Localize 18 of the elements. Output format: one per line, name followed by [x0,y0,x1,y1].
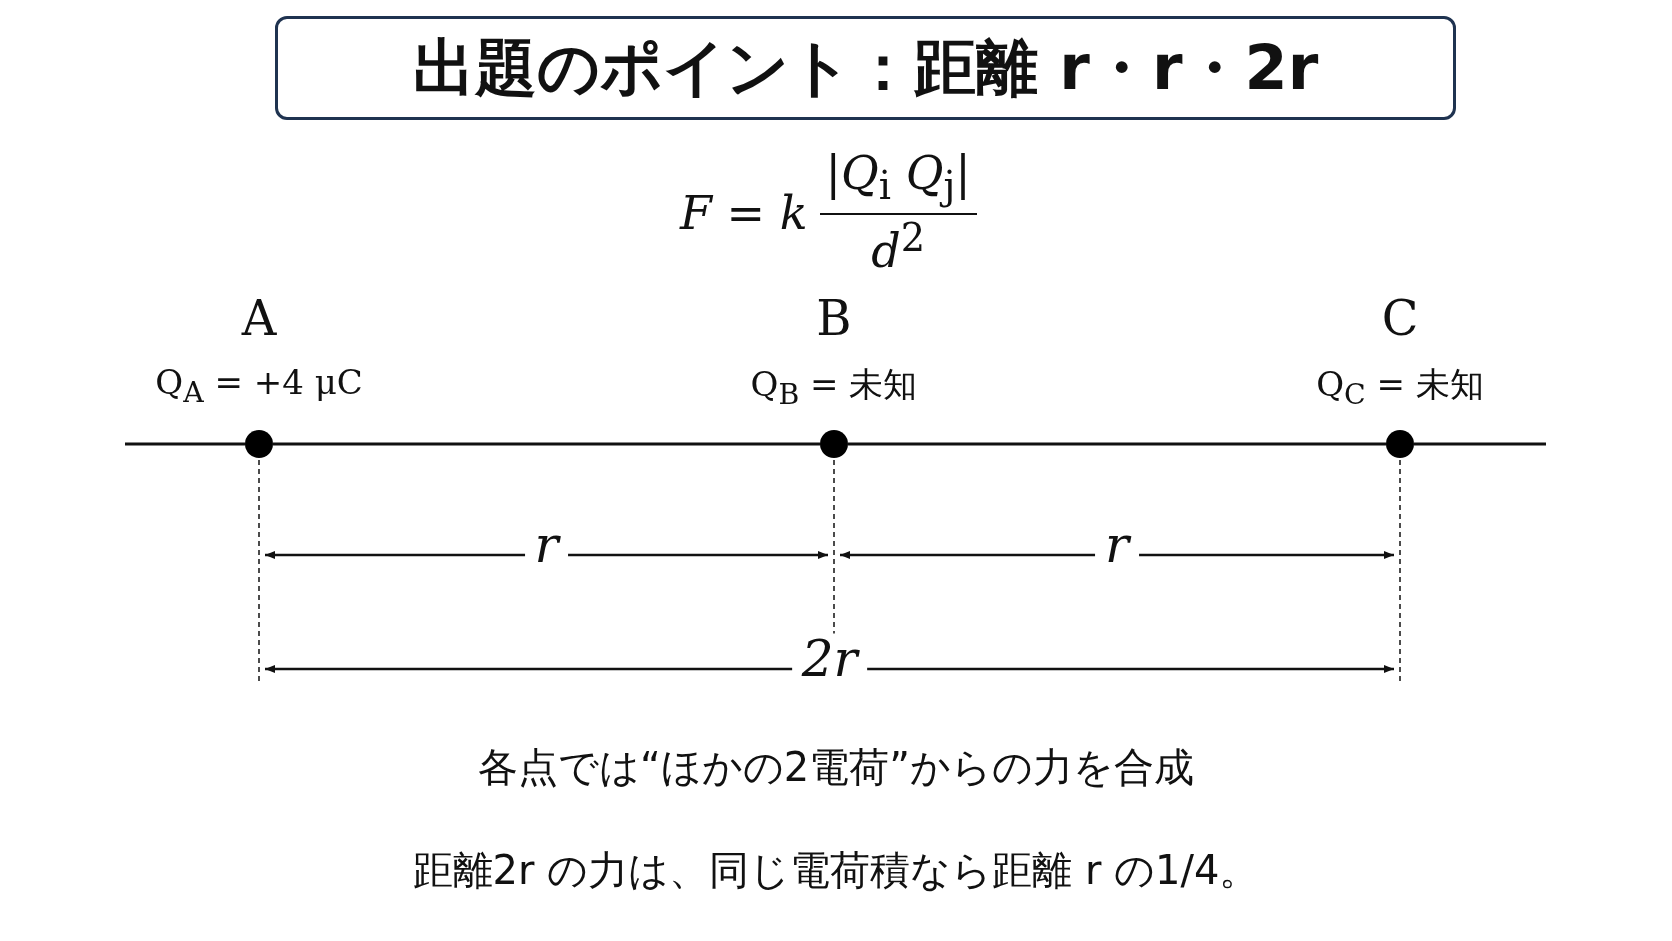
point-label: C [1381,290,1419,346]
dimension-label: 2r [791,633,868,684]
point-label: B [816,290,852,346]
charge-dot [820,430,848,458]
formula-numerator: |Q$_{i}$ Q$_{j}$| [819,148,977,216]
charge-dot [1386,430,1414,458]
charge-label: Q$_{B}$ = 未知 [750,363,918,411]
charge-label: Q$_{C}$ = 未知 [1316,363,1484,411]
note-text: 各点では“ほかの2電荷”からの力を合成 [478,744,1194,790]
connector-line [273,442,820,446]
title-box: 出題のポイント：距離 r・r・2r [275,16,1456,120]
point-label: A [241,290,277,346]
note-text: 距離2r の力は、同じ電荷積なら距離 r の1/4。 [412,847,1260,893]
connector-line [848,442,1386,446]
charge-label: Q$_{A}$ = +4 μC [155,362,363,409]
charge-dot [245,430,273,458]
formula-text: F = k [680,185,808,240]
formula-denominator: d$^{2}$ [871,215,926,278]
